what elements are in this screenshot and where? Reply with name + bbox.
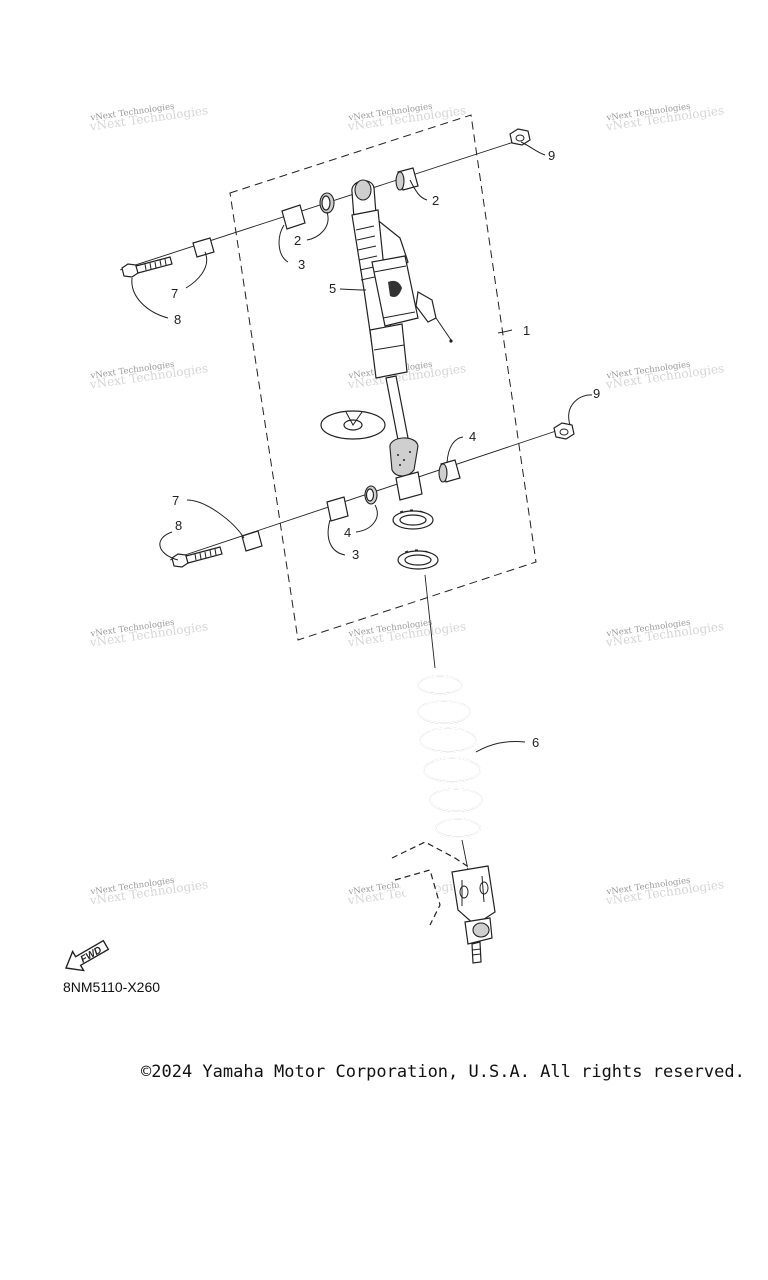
collar-lower [241, 530, 263, 552]
callout-2-left: 2 [294, 233, 301, 248]
watermark: vNext Technologies vNext Technologies [604, 618, 725, 650]
callout-9-lower: 9 [593, 386, 600, 401]
spacer-lower-right [438, 459, 461, 483]
lock-ring-upper [392, 509, 434, 530]
copyright-notice: ©2024 Yamaha Motor Corporation, U.S.A. A… [141, 1062, 745, 1082]
callouts: 9 2 2 3 7 8 5 1 9 4 7 8 4 3 6 [171, 148, 600, 750]
spring-axis [424, 574, 436, 669]
callout-7-lower: 7 [172, 493, 179, 508]
leader-lines [131, 141, 593, 753]
bolt-lower [171, 546, 223, 568]
svg-text:FWD: FWD [79, 945, 104, 966]
fwd-arrow-icon: FWD [65, 939, 110, 972]
callout-4-right: 4 [469, 429, 476, 444]
callout-1: 1 [523, 323, 530, 338]
callout-3-upper: 3 [298, 257, 305, 272]
callout-3-lower: 3 [352, 547, 359, 562]
bump-stop [320, 410, 386, 440]
spacer-lower-left [364, 485, 378, 505]
callout-4-left: 4 [344, 525, 351, 540]
watermark: vNext Technologies vNext Technologies [88, 102, 209, 134]
callout-7-upper: 7 [171, 286, 178, 301]
bushing-upper-left [281, 204, 306, 230]
watermark: vNext Technologies vNext Technologies [604, 876, 725, 908]
watermark: vNext Technologies vNext Technologies [88, 876, 209, 908]
watermark: vNext Technologies vNext Technologies [604, 360, 725, 392]
watermark-group: vNext Technologies vNext Technologies vN… [88, 102, 725, 908]
watermark: vNext Technologies vNext Technologies [346, 102, 467, 134]
nut-lower [553, 422, 575, 440]
callout-5: 5 [329, 281, 336, 296]
coil-spring [417, 675, 483, 838]
callout-2-right: 2 [432, 193, 439, 208]
shock-absorber [351, 179, 453, 441]
callout-8-upper: 8 [174, 312, 181, 327]
watermark: vNext Technologies vNext Technologies [88, 618, 209, 650]
assembly-boundary [229, 114, 537, 641]
callout-8-lower: 8 [175, 518, 182, 533]
nut-upper [509, 128, 531, 146]
bolt-upper [121, 256, 173, 278]
shock-bottom-eye [389, 437, 423, 501]
watermark: vNext Technologies vNext Technologies [88, 360, 209, 392]
suspension-arm [391, 841, 496, 964]
spacer-upper-left [319, 192, 335, 214]
spacer-upper-right [395, 167, 419, 191]
callout-9-upper: 9 [548, 148, 555, 163]
callout-6: 6 [532, 735, 539, 750]
watermark: vNext Technologies vNext Technologies [604, 102, 725, 134]
diagram-code: 8NM5110-X260 [63, 979, 161, 995]
lock-ring-lower [397, 549, 439, 570]
collar-upper [192, 237, 215, 258]
bushing-lower-left [326, 496, 349, 522]
